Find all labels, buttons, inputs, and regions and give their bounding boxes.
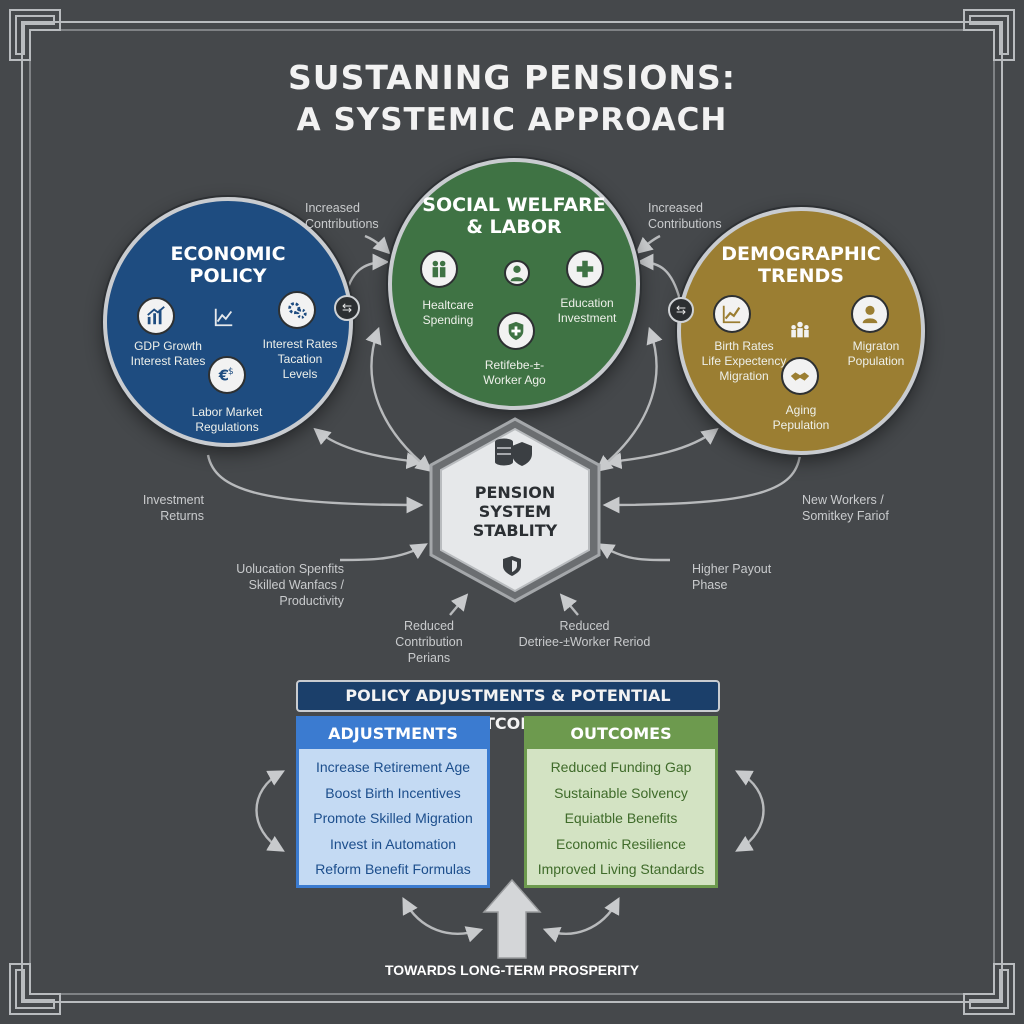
interest-rates-label: Interest Rates Tacation Levels	[262, 337, 338, 381]
list-item: Reform Benefit Formulas	[315, 861, 471, 877]
demographic-trends-title: DEMOGRAPHIC TRENDS	[721, 243, 881, 287]
handshake-icon	[781, 357, 819, 395]
growth-chart-icon	[713, 295, 751, 333]
family-icon	[420, 250, 458, 288]
outcomes-box: OUTCOMES Reduced Funding Gap Sustainable…	[524, 716, 718, 888]
higher-payout-label: Higher Payout Phase	[692, 562, 772, 592]
education-benefits-label: Uolucation Spenfits Skilled Wanfacs / Pr…	[236, 562, 344, 608]
towards-prosperity-label: TOWARDS LONG-TERM PROSPERITY	[384, 962, 640, 978]
aging-population-label: Aging Pepulation	[772, 403, 830, 432]
investment-returns-label: Investment Returns	[142, 493, 204, 523]
increased-contributions-left: Increased Contributions	[305, 201, 379, 231]
retirement-worker-label: Retifebe-±- Worker Ago	[483, 358, 546, 387]
link-badge-right: ⇆	[668, 297, 694, 323]
list-item: Equiatble Benefits	[564, 810, 678, 826]
shield-icon	[503, 556, 521, 576]
list-item: Boost Birth Incentives	[325, 784, 461, 801]
list-item: Reduced Funding Gap	[550, 759, 692, 775]
gdp-growth-label: GDP Growth Interest Rates	[130, 339, 206, 368]
title-line-2: A SYSTEMIC APPROACH	[296, 102, 728, 138]
labor-market-label: Labor Market Regulations	[191, 405, 263, 434]
group-icon	[783, 313, 817, 347]
birth-rates-label: Birth Rates Life Expectency Migration	[701, 339, 787, 383]
social-welfare-title: SOCIAL WELFARE & LABOR	[422, 194, 606, 238]
list-item: Economic Resilience	[556, 835, 686, 852]
migration-population-label: Migraton Population	[847, 339, 905, 368]
handshake-person-icon	[504, 260, 530, 286]
outcomes-header: OUTCOMES	[527, 719, 715, 749]
pension-stability-label: PENSION SYSTEM STABLITY	[472, 483, 558, 540]
social-welfare-circle: SOCIAL WELFARE & LABOR Healtcare Spendin…	[388, 158, 640, 410]
elder-icon	[851, 295, 889, 333]
svg-text:€: €	[218, 368, 229, 385]
euro-dollar-icon: €$	[208, 356, 246, 394]
list-item: Sustainable Solvency	[554, 784, 688, 801]
list-item: Invest in Automation	[329, 835, 457, 852]
medical-cross-icon	[566, 250, 604, 288]
svg-text:$: $	[228, 366, 234, 377]
adjustments-header: ADJUSTMENTS	[299, 719, 487, 749]
increased-contributions-right: Increased Contributions	[648, 201, 722, 231]
policy-banner: POLICY ADJUSTMENTS & POTENTIAL OUTCOMES	[296, 680, 720, 733]
healthcare-spending-label: Healtcare Spending	[422, 298, 474, 327]
up-arrow	[482, 878, 542, 959]
economic-policy-title: ECONOMIC POLICY	[170, 243, 286, 287]
economic-policy-circle: ECONOMIC POLICY €$ GDP Growth Interest R…	[103, 197, 353, 447]
outcomes-list: Reduced Funding Gap Sustainable Solvency…	[527, 755, 715, 883]
adjustments-list: Increase Retirement Age Boost Birth Ince…	[299, 755, 487, 883]
title-line-1: SUSTANING PENSIONS:	[288, 58, 736, 97]
link-badge-left: ⇆	[334, 295, 360, 321]
demographic-trends-circle: DEMOGRAPHIC TRENDS Birth Rates Life Expe…	[677, 207, 925, 455]
education-investment-label: Education Investment	[557, 296, 617, 325]
list-item: Increase Retirement Age	[315, 759, 471, 775]
coins-icon	[495, 438, 532, 466]
line-chart-icon	[210, 303, 238, 331]
list-item: Promote Skilled Migration	[313, 810, 473, 826]
gears-icon	[278, 291, 316, 329]
pension-hexagon	[429, 417, 601, 603]
adjustments-box: ADJUSTMENTS Increase Retirement Age Boos…	[296, 716, 490, 888]
health-shield-icon	[497, 312, 535, 350]
new-workers-label: New Workers / Somitkey Fariof	[802, 493, 889, 523]
list-item: Improved Living Standards	[537, 861, 705, 877]
bar-chart-icon	[137, 297, 175, 335]
reduced-contribution-label: Reduced Contribution Perians	[395, 619, 463, 665]
reduced-worker-label: Reduced Detriee-±Worker Reriod	[518, 619, 651, 649]
